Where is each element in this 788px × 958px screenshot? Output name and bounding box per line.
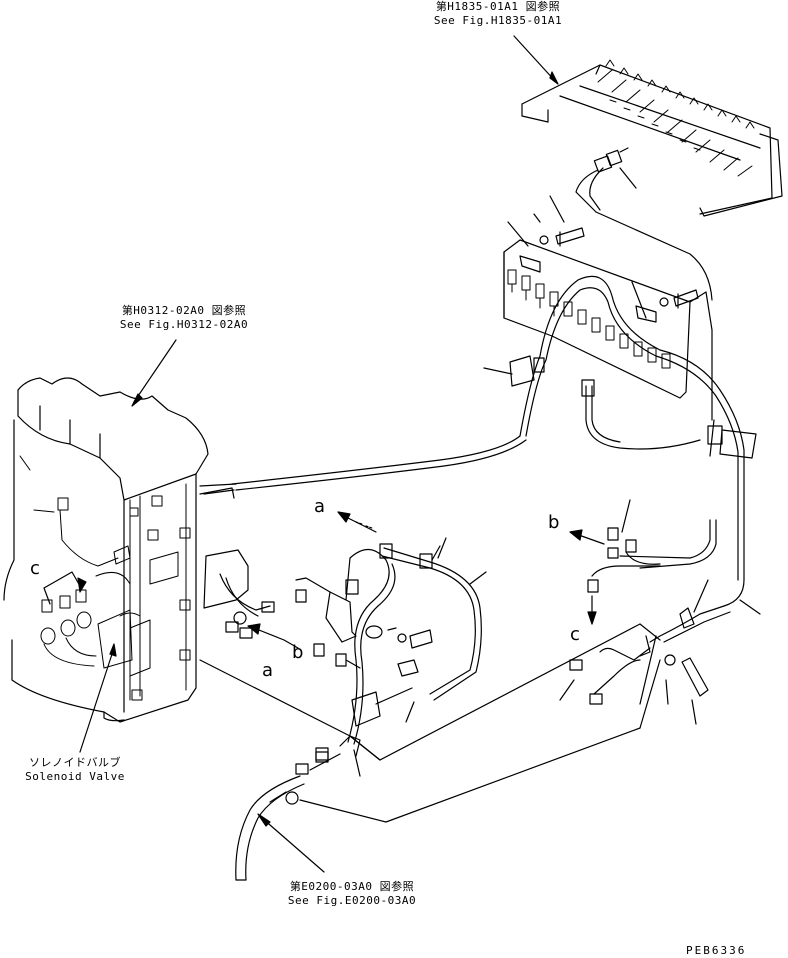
leader-relay-2 [631, 281, 647, 319]
label-a1: a [314, 496, 326, 517]
label-a2: a [262, 660, 274, 681]
rack-to-panel-lines [595, 211, 713, 301]
arrow-a2 [283, 639, 299, 649]
relay-harness [483, 275, 757, 607]
arrow-b1 [569, 529, 605, 545]
arrow-c1 [43, 571, 87, 605]
lower-right-harness [559, 499, 761, 725]
arrow-c2 [587, 595, 597, 625]
label-b2: b [292, 642, 304, 663]
ref-e0200-jp: 第E0200-03A0 図参照 [289, 880, 415, 893]
leader-h1835 [513, 35, 559, 85]
ref-h1835-jp: 第H1835-01A1 図参照 [435, 0, 561, 13]
label-c1: c [30, 558, 40, 579]
ref-e0200: 第E0200-03A0 図参照 See Fig.E0200-03A0 [272, 880, 432, 908]
middle-harness [199, 483, 661, 777]
ref-h0312: 第H0312-02A0 図参照 See Fig.H0312-02A0 [104, 304, 264, 332]
label-c2: c [570, 624, 580, 645]
leader-relay-1 [507, 221, 529, 247]
bolt-upper-2 [659, 289, 699, 309]
relay-panel [503, 239, 691, 399]
arrow-a1 [337, 511, 377, 533]
leader-solenoid [79, 643, 117, 753]
ref-h0312-jp: 第H0312-02A0 図参照 [121, 304, 247, 317]
ref-h0312-en: See Fig.H0312-02A0 [119, 318, 249, 331]
solenoid-en: Solenoid Valve [25, 770, 125, 783]
bolt-upper-1 [533, 195, 585, 247]
relay-rack [521, 59, 783, 217]
label-b1: b [548, 512, 560, 533]
leader-e0200 [257, 813, 325, 873]
ref-e0200-en: See Fig.E0200-03A0 [287, 894, 417, 907]
engine-block [3, 377, 209, 723]
ref-h1835: 第H1835-01A1 図参照 See Fig.H1835-01A1 [418, 0, 578, 28]
ref-h1835-en: See Fig.H1835-01A1 [433, 14, 563, 27]
bottom-harness [235, 659, 661, 881]
solenoid-jp: ソレノイドバルブ [29, 756, 121, 769]
arrow-b2 [247, 623, 285, 641]
solenoid-valve-label: ソレノイドバルブ Solenoid Valve [10, 756, 140, 784]
drawing-code: PEB6336 [686, 944, 747, 957]
cross-harness [231, 435, 527, 491]
leader-h0312 [131, 339, 177, 407]
rack-connector [575, 147, 637, 213]
